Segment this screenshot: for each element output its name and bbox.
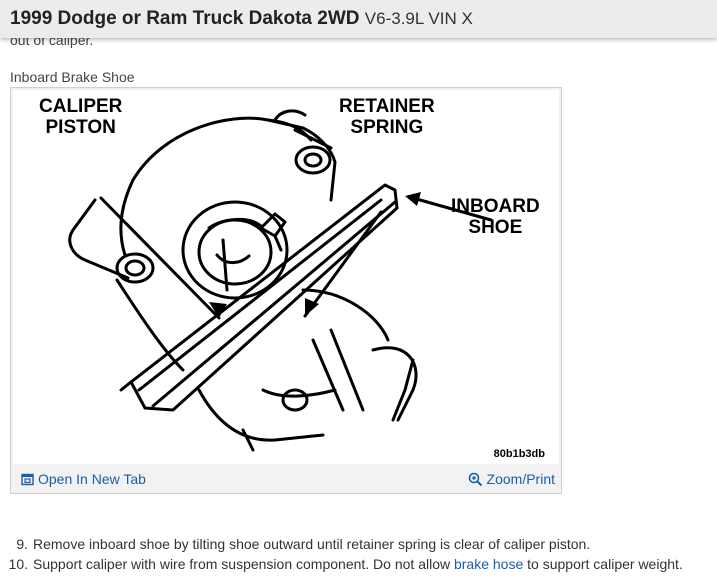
brake-illustration[interactable]: CALIPER PISTON RETAINER SPRING INBOARD S… xyxy=(13,90,559,464)
open-new-tab-link[interactable]: Open In New Tab xyxy=(21,471,146,487)
step-number: 9. xyxy=(16,536,28,552)
step-text-after: to support caliper weight. xyxy=(523,556,683,572)
zoom-icon xyxy=(468,472,482,486)
retainer-spring-line2: SPRING xyxy=(350,117,424,138)
figure-links: Open In New Tab Zoom/Print xyxy=(13,466,559,491)
title-engine: V6-3.9L VIN X xyxy=(364,9,473,28)
inboard-shoe-line1: INBOARD xyxy=(451,196,540,217)
step-text: Remove inboard shoe by tilting shoe outw… xyxy=(33,536,591,552)
figure-panel: CALIPER PISTON RETAINER SPRING INBOARD S… xyxy=(10,87,562,494)
brake-hose-link[interactable]: brake hose xyxy=(453,556,524,572)
figure-code: 80b1b3db xyxy=(493,448,545,460)
open-window-icon xyxy=(21,473,34,485)
retainer-spring-line1: RETAINER xyxy=(339,96,435,117)
inboard-shoe-label: INBOARD SHOE xyxy=(451,196,540,238)
brake-shoe-drawing xyxy=(68,109,493,452)
zoom-print-label: Zoom/Print xyxy=(486,471,555,487)
procedure-steps: 9. Remove inboard shoe by tilting shoe ou… xyxy=(0,534,683,574)
caliper-piston-line1: CALIPER xyxy=(39,96,123,117)
step-number: 10. xyxy=(8,556,28,572)
inboard-shoe-line2: SHOE xyxy=(468,217,523,238)
retainer-spring-label: RETAINER SPRING xyxy=(339,96,435,138)
caliper-piston-label: CALIPER PISTON xyxy=(39,96,122,138)
step-text-before: Support caliper with wire from suspensio… xyxy=(33,556,454,572)
figure-caption: Inboard Brake Shoe xyxy=(10,69,135,85)
zoom-print-link[interactable]: Zoom/Print xyxy=(468,471,555,487)
step-9: 9. Remove inboard shoe by tilting shoe ou… xyxy=(0,534,683,554)
step-10: 10. Support caliper with wire from suspen… xyxy=(0,554,683,574)
open-new-tab-label: Open In New Tab xyxy=(38,471,146,487)
title-bar: 1999 Dodge or Ram Truck Dakota 2WD V6-3.… xyxy=(0,0,717,38)
page-title: 1999 Dodge or Ram Truck Dakota 2WD V6-3.… xyxy=(10,8,473,30)
caliper-piston-line2: PISTON xyxy=(45,117,116,138)
title-vehicle: 1999 Dodge or Ram Truck Dakota 2WD xyxy=(10,8,360,29)
